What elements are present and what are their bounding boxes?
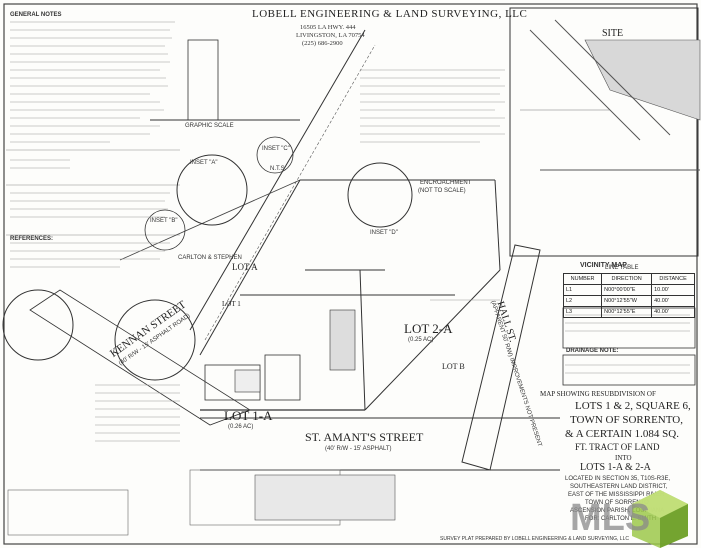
- map-title-line3: TOWN OF SORRENTO,: [570, 414, 683, 426]
- map-title-line5: FT. TRACT OF LAND: [575, 442, 660, 452]
- table-row: L2 N00°12'55"W 40.00': [562, 295, 695, 307]
- table-row: L3 N00°12'55"E 40.00': [562, 306, 695, 318]
- footer-text: SURVEY PLAT PREPARED BY LOBELL ENGINEERI…: [440, 536, 629, 542]
- mls-logo: MLS: [570, 490, 688, 548]
- encroachment-label: ENCROACHMENT: [420, 180, 472, 186]
- lot-1-label: LOT 1: [222, 300, 241, 308]
- lot-a-label: LOT A: [232, 262, 258, 272]
- inset-b-label: INSET "B": [150, 218, 178, 224]
- inset-c-label: INSET "C": [262, 146, 290, 152]
- company-city: LIVINGSTON, LA 70754: [296, 32, 365, 39]
- company-address: 16505 LA HWY. 444: [300, 24, 356, 31]
- lot-2a-label: LOT 2-A: [404, 321, 453, 336]
- inset-d-label: INSET "D": [370, 230, 398, 236]
- st-amant-street-row: (40' R/W - 15' ASPHALT): [325, 446, 392, 452]
- map-title-line2: LOTS 1 & 2, SQUARE 6,: [575, 400, 691, 412]
- map-title-into: INTO: [615, 454, 632, 462]
- map-title-line4: & A CERTAIN 1.084 SQ.: [565, 428, 679, 440]
- line-table-title: LINE TABLE: [605, 265, 639, 271]
- company-phone: (225) 686-2900: [302, 40, 343, 47]
- line-table-header: NUMBER: [562, 273, 603, 285]
- map-location-2: SOUTHEASTERN LAND DISTRICT,: [570, 484, 668, 490]
- table-row: L1 N00°00'00"E 10.00': [562, 284, 695, 296]
- map-location-4: TOWN OF SORRENTO: [585, 500, 649, 506]
- general-notes-heading: GENERAL NOTES: [10, 12, 62, 18]
- map-location-3: EAST OF THE MISSISSIPPI RIVER: [568, 492, 665, 498]
- lot-1a-label: LOT 1-A: [224, 408, 273, 423]
- owner-label: CARLTON & STEPHEN: [178, 255, 242, 261]
- line-table-header: DIRECTION: [601, 273, 653, 285]
- graphic-scale-label: GRAPHIC SCALE: [185, 123, 234, 129]
- not-to-scale-label: (NOT TO SCALE): [418, 188, 466, 194]
- inset-a-label: INSET "A": [190, 160, 218, 166]
- map-location-1: LOCATED IN SECTION 35, T10S-R3E,: [565, 476, 671, 482]
- map-title-line1: MAP SHOWING RESUBDIVISION OF: [540, 390, 656, 398]
- site-label: SITE: [602, 28, 624, 39]
- map-location-5: ASCENSION PARISH, LOUISIANA: [570, 508, 665, 514]
- vicinity-map-label: VICINITY MAP: [580, 262, 627, 269]
- map-title-result: LOTS 1-A & 2-A: [580, 462, 651, 473]
- lot-2a-area: (0.25 AC): [408, 337, 434, 343]
- map-location-6: FOR: CARLTON L. SMITH: [585, 516, 657, 522]
- mls-wordmark: MLS: [570, 497, 650, 539]
- drainage-note-heading: DRAINAGE NOTE:: [566, 348, 619, 354]
- st-amant-street-label: ST. AMANT'S STREET: [305, 430, 424, 444]
- company-name: LOBELL ENGINEERING & LAND SURVEYING, LLC: [252, 8, 528, 20]
- lot-1a-area: (0.26 AC): [228, 424, 254, 430]
- references-heading: REFERENCES:: [10, 236, 54, 242]
- line-table: NUMBER DIRECTION DISTANCE L1 N00°00'00"E…: [562, 273, 695, 318]
- line-table-header: DISTANCE: [651, 273, 695, 285]
- lot-b-label: LOT B: [442, 362, 465, 371]
- nts-label: N.T.S.: [270, 166, 287, 172]
